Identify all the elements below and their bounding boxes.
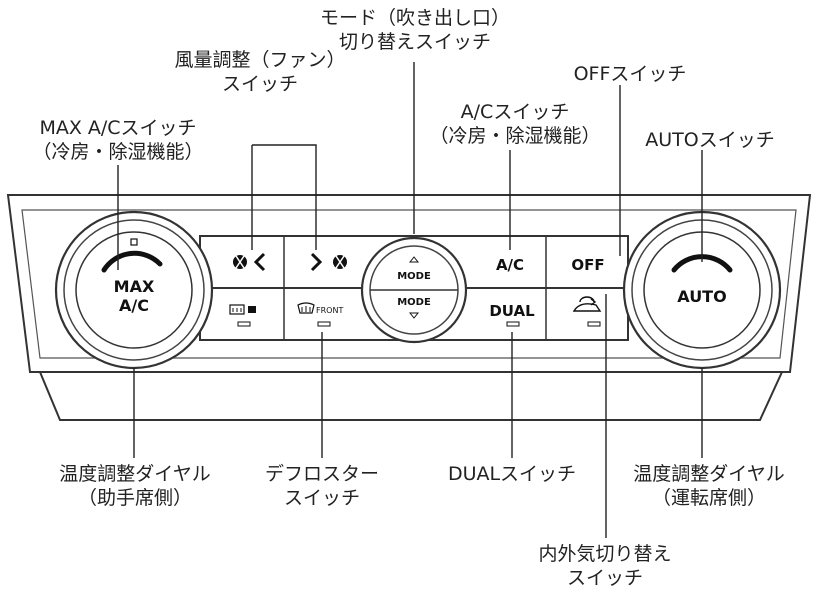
label-fan: 風量調整（ファン） スイッチ [150,48,370,96]
front-defroster-icon [297,302,315,314]
label-off-line1: OFFスイッチ [573,63,687,85]
label-temp-driver-line2: （運転席側） [651,487,766,509]
mode-upper-text: MODE [397,271,431,282]
label-mode-line1: モード（吹き出し口） [319,7,510,29]
label-max-ac-line1: MAX A/Cスイッチ [39,117,197,139]
max-ac-text-line1: MAX [114,277,155,296]
dual-indicator [506,321,520,327]
label-ac-line1: A/Cスイッチ [460,101,570,123]
label-off: OFFスイッチ [560,62,700,86]
mode-down-icon [408,312,420,319]
label-fan-line2: スイッチ [221,73,298,95]
label-auto-line1: AUTOスイッチ [645,129,775,151]
panel-inner-edge [21,209,797,359]
max-ac-text-line2: A/C [119,296,149,315]
fan-decrease-icon [233,252,266,272]
temp-dial-passenger[interactable] [54,210,214,370]
label-temp-passenger-line1: 温度調整ダイヤル [59,463,211,485]
auto-button[interactable]: AUTO [677,287,726,306]
rear-defroster-button[interactable] [229,304,256,327]
mode-up-icon [408,256,420,263]
front-text: FRONT [316,306,343,315]
rear-defroster-indicator [237,321,251,327]
label-defroster-line2: スイッチ [283,487,360,509]
label-max-ac: MAX A/Cスイッチ （冷房・除湿機能） [8,116,228,164]
recirculation-button[interactable] [572,296,602,327]
label-temp-passenger: 温度調整ダイヤル （助手席側） [30,462,240,510]
label-ac: A/Cスイッチ （冷房・除湿機能） [410,100,620,148]
label-max-ac-line2: （冷房・除湿機能） [32,141,204,163]
fan-decrease-button[interactable] [233,252,266,272]
rear-defroster-icon [229,304,256,315]
ac-button[interactable]: A/C [496,256,524,274]
label-dual-line1: DUALスイッチ [447,463,577,485]
label-temp-driver: 温度調整ダイヤル （運転席側） [604,462,814,510]
mode-switch[interactable]: MODE MODE [360,236,468,344]
label-temp-driver-line1: 温度調整ダイヤル [633,463,785,485]
temp-dial-driver[interactable] [622,210,782,370]
label-defroster: デフロスター スイッチ [262,462,382,510]
callout-fan-right [252,144,317,250]
fan-increase-button[interactable] [310,252,347,272]
label-mode-line2: 切り替えスイッチ [338,31,491,53]
fan-increase-icon [310,252,347,272]
label-ac-line2: （冷房・除湿機能） [429,125,601,147]
front-defroster-button[interactable]: FRONT [297,302,343,327]
label-recirc: 内外気切り替え スイッチ [520,542,690,590]
off-button[interactable]: OFF [571,256,604,274]
label-defroster-line1: デフロスター [264,463,379,485]
max-ac-button[interactable]: MAX A/C [114,277,155,315]
air-recirculation-icon [572,296,602,312]
mode-lower-text: MODE [397,297,431,308]
label-mode: モード（吹き出し口） 切り替えスイッチ [310,6,520,54]
dual-button[interactable]: DUAL [489,302,535,327]
label-recirc-line2: スイッチ [566,567,643,589]
dual-text: DUAL [489,302,535,320]
label-dual: DUALスイッチ [432,462,592,486]
auto-text: AUTO [677,287,726,306]
callout-lines [117,62,703,538]
label-recirc-line1: 内外気切り替え [538,543,672,565]
recirculation-indicator [587,321,601,327]
label-temp-passenger-line2: （助手席側） [77,487,192,509]
label-fan-line1: 風量調整（ファン） [174,49,346,71]
off-text: OFF [571,256,604,274]
ac-text: A/C [496,256,524,274]
front-defroster-indicator [317,321,331,327]
label-auto: AUTOスイッチ [630,128,790,152]
panel-lower-trim [39,371,783,421]
